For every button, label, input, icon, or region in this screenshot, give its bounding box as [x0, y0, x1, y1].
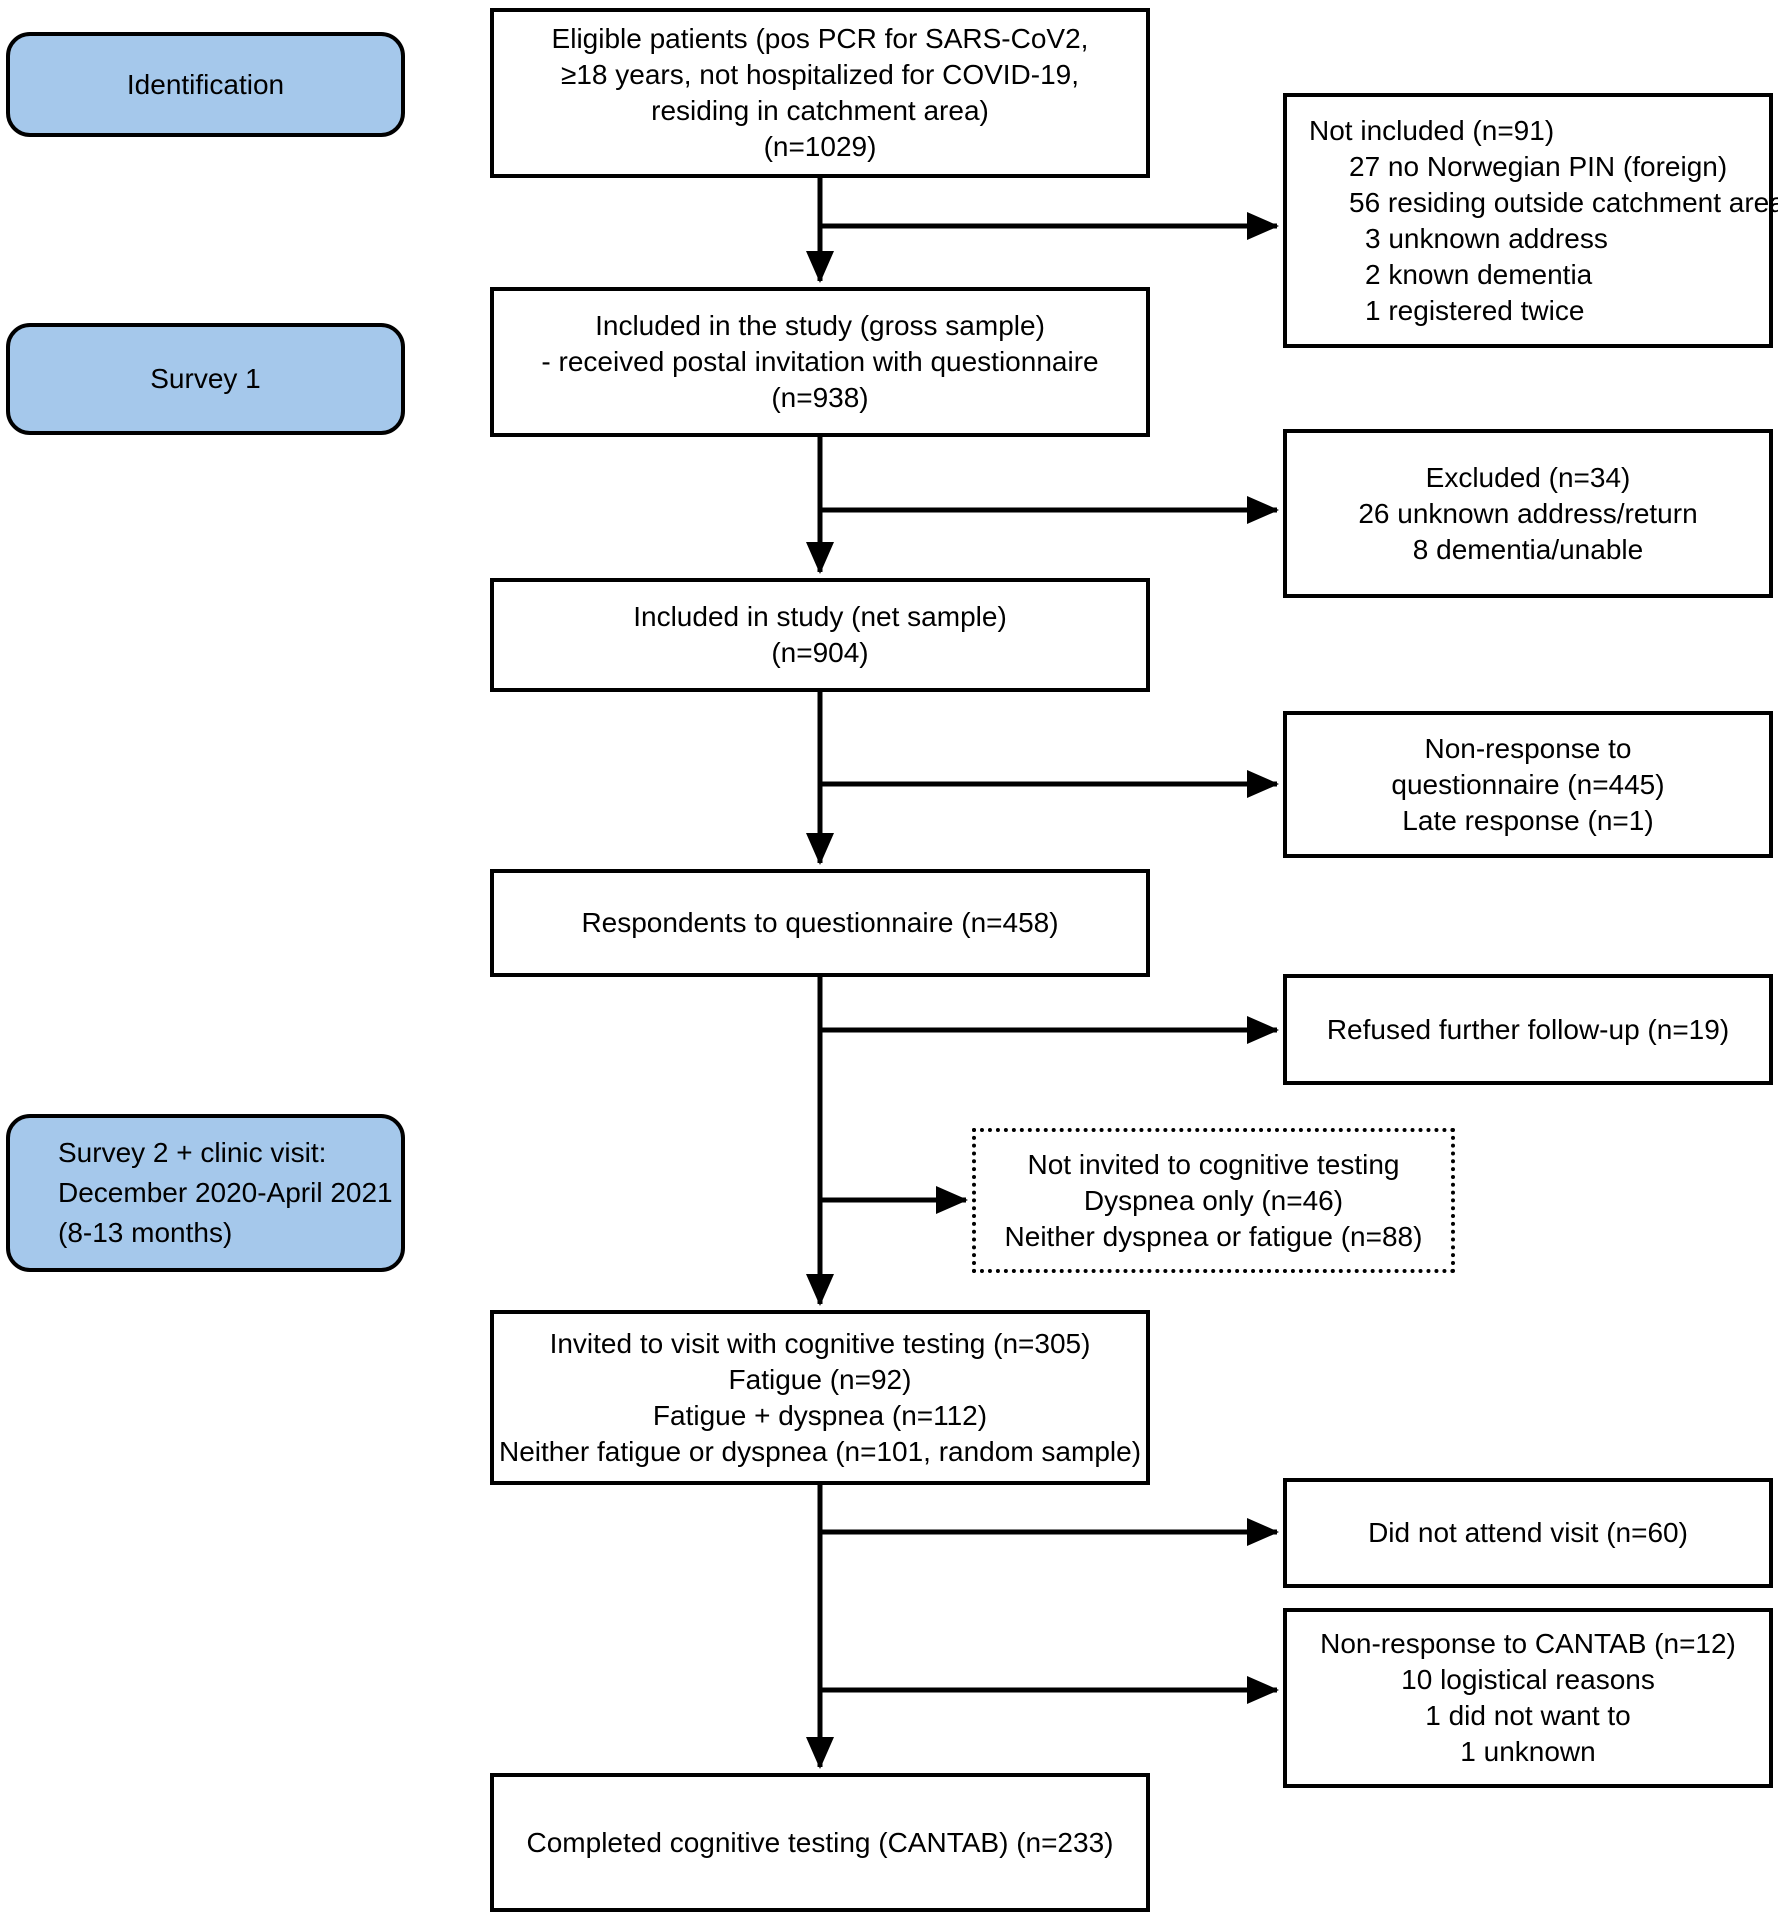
- box-line: Non-response to CANTAB (n=12): [1320, 1628, 1736, 1659]
- box-excluded: Excluded (n=34) 26 unknown address/retur…: [1283, 429, 1773, 598]
- stage-survey-2-clinic-visit: Survey 2 + clinic visit: December 2020-A…: [6, 1114, 405, 1272]
- stage-label: Identification: [126, 68, 285, 100]
- box-line: Late response (n=1): [1402, 804, 1654, 836]
- box-line: 56 residing outside catchment area: [1349, 186, 1778, 218]
- box-line: Included in study (net sample): [633, 601, 1007, 632]
- box-respondents: Respondents to questionnaire (n=458): [490, 869, 1150, 977]
- box-line: Respondents to questionnaire (n=458): [581, 907, 1059, 938]
- box-line: (n=904): [771, 637, 869, 668]
- box-eligible-patients: Eligible patients (pos PCR for SARS-CoV2…: [490, 8, 1150, 178]
- stage-identification: Identification: [6, 32, 405, 137]
- box-line: Excluded (n=34): [1425, 461, 1631, 493]
- box-line: Completed cognitive testing (CANTAB) (n=…: [526, 1826, 1114, 1858]
- box-line: (n=938): [771, 382, 869, 413]
- box-line: - received postal invitation with questi…: [541, 346, 1099, 377]
- box-line: Not included (n=91): [1309, 114, 1555, 146]
- stage-label: Survey 1: [150, 363, 261, 394]
- box-line: 10 logistical reasons: [1401, 1664, 1655, 1695]
- box-line: Invited to visit with cognitive testing …: [549, 1327, 1091, 1359]
- box-line: residing in catchment area): [651, 95, 989, 126]
- box-non-response-questionnaire: Non-response to questionnaire (n=445) La…: [1283, 711, 1773, 858]
- box-completed-cantab: Completed cognitive testing (CANTAB) (n=…: [490, 1773, 1150, 1912]
- box-not-included: Not included (n=91) 27 no Norwegian PIN …: [1283, 93, 1778, 348]
- box-line: (n=1029): [763, 131, 877, 162]
- stage-label-line: December 2020-April 2021: [58, 1177, 393, 1208]
- box-line: Did not attend visit (n=60): [1368, 1517, 1688, 1548]
- box-invited-cognitive-testing: Invited to visit with cognitive testing …: [490, 1310, 1150, 1485]
- box-line: Not invited to cognitive testing: [1027, 1148, 1400, 1180]
- box-line: 2 known dementia: [1365, 258, 1593, 290]
- stage-survey-1: Survey 1: [6, 323, 405, 435]
- box-line: Fatigue + dyspnea (n=112): [652, 1399, 988, 1431]
- box-refused-follow-up: Refused further follow-up (n=19): [1283, 974, 1773, 1085]
- box-line: Included in the study (gross sample): [595, 310, 1045, 341]
- box-line: Neither fatigue or dyspnea (n=101, rando…: [498, 1435, 1142, 1467]
- box-line: Dyspnea only (n=46): [1083, 1184, 1344, 1216]
- box-line: 26 unknown address/return: [1358, 497, 1698, 529]
- box-line: 3 unknown address: [1365, 222, 1608, 254]
- box-line: 27 no Norwegian PIN (foreign): [1349, 150, 1728, 182]
- box-line: 1 unknown: [1460, 1736, 1596, 1767]
- box-line: questionnaire (n=445): [1391, 768, 1665, 800]
- box-line: 1 did not want to: [1425, 1700, 1631, 1731]
- box-included-net-sample: Included in study (net sample) (n=904): [490, 578, 1150, 692]
- box-line: Refused further follow-up (n=19): [1326, 1013, 1730, 1045]
- box-line: 8 dementia/unable: [1412, 533, 1644, 565]
- box-line: ≥18 years, not hospitalized for COVID-19…: [560, 59, 1080, 90]
- box-line: 1 registered twice: [1365, 294, 1585, 326]
- box-line: Non-response to: [1424, 732, 1632, 764]
- box-included-gross-sample: Included in the study (gross sample) - r…: [490, 287, 1150, 437]
- box-line: Eligible patients (pos PCR for SARS-CoV2…: [551, 23, 1089, 54]
- box-line: Neither dyspnea or fatigue (n=88): [1004, 1220, 1423, 1252]
- box-line: Fatigue (n=92): [728, 1363, 912, 1395]
- box-not-invited-cognitive-testing: Not invited to cognitive testing Dyspnea…: [972, 1128, 1455, 1273]
- box-did-not-attend: Did not attend visit (n=60): [1283, 1478, 1773, 1588]
- stage-label-line: Survey 2 + clinic visit:: [58, 1137, 327, 1168]
- stage-label-line: (8-13 months): [58, 1217, 233, 1248]
- box-non-response-cantab: Non-response to CANTAB (n=12) 10 logisti…: [1283, 1608, 1773, 1788]
